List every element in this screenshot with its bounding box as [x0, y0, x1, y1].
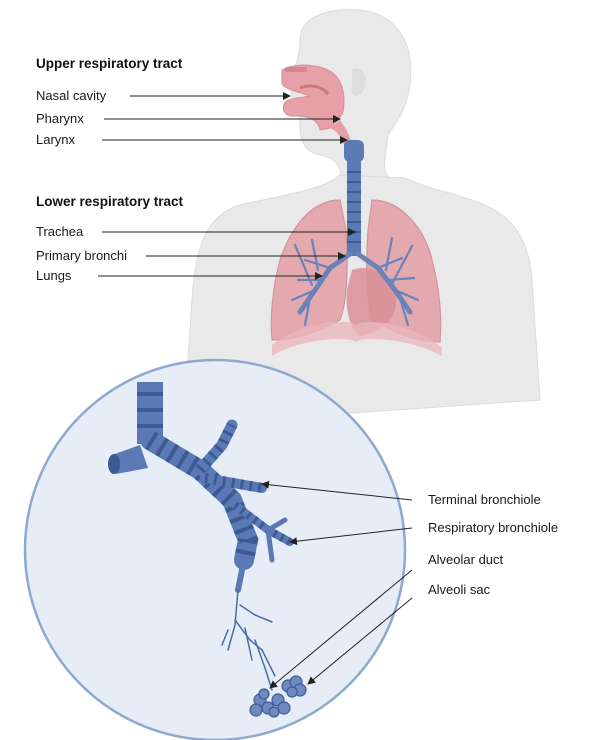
upper-respiratory-tract-heading: Upper respiratory tract	[36, 56, 182, 71]
label-lungs: Lungs	[36, 268, 71, 284]
label-primary-bronchi: Primary bronchi	[36, 248, 127, 264]
label-nasal-cavity: Nasal cavity	[36, 88, 106, 104]
lower-respiratory-tract-heading: Lower respiratory tract	[36, 194, 183, 209]
body-silhouette	[185, 10, 540, 420]
magnified-inset	[25, 360, 405, 740]
label-alveolar-duct: Alveolar duct	[428, 552, 503, 568]
label-alveoli-sac: Alveoli sac	[428, 582, 490, 598]
label-terminal-bronchiole: Terminal bronchiole	[428, 492, 541, 508]
label-respiratory-bronchiole: Respiratory bronchiole	[428, 520, 558, 536]
label-trachea: Trachea	[36, 224, 83, 240]
label-pharynx: Pharynx	[36, 111, 84, 127]
trachea	[344, 140, 364, 256]
label-larynx: Larynx	[36, 132, 75, 148]
